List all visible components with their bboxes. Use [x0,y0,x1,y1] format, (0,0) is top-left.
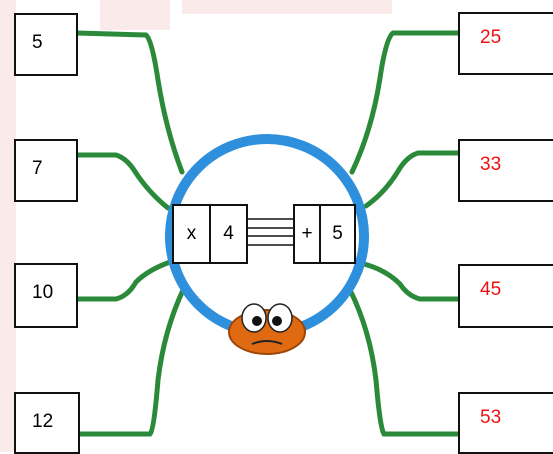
first-value: 4 [223,223,234,244]
output-leg-3 [364,264,459,299]
output-box-2: 33 [458,139,553,202]
first-operator-box: x [172,204,211,264]
second-operator: + [301,223,312,244]
output-value: 25 [480,27,501,49]
first-value-box: 4 [209,204,248,264]
input-value: 7 [32,158,43,180]
input-box-2: 7 [14,139,78,202]
second-value: 5 [332,223,343,244]
input-value: 10 [32,282,53,304]
input-leg-2 [77,155,168,208]
input-box-3: 10 [14,263,78,328]
output-value: 53 [480,407,501,429]
input-value: 5 [32,32,43,54]
output-box-4: 53 [458,392,553,454]
output-box-3: 45 [458,264,553,328]
input-value: 12 [32,411,53,433]
output-leg-2 [366,153,459,206]
input-leg-1 [77,33,182,172]
input-leg-4 [80,288,184,434]
output-value: 33 [480,154,501,176]
input-box-4: 12 [14,392,80,454]
input-leg-3 [77,262,170,299]
first-operator: x [187,223,197,244]
second-value-box: 5 [319,204,356,264]
output-leg-4 [350,290,459,434]
input-box-1: 5 [14,13,78,76]
output-box-1: 25 [458,12,553,75]
output-value: 45 [480,279,501,301]
second-operator-box: + [293,204,321,264]
